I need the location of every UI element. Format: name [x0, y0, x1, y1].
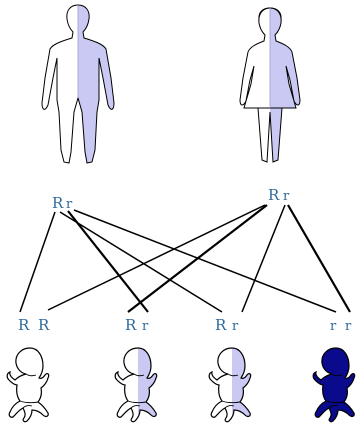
child2-allele-1: R — [125, 316, 137, 334]
inheritance-lines — [19, 204, 351, 313]
child1-genotype: R R — [18, 316, 50, 334]
line-mother-R-to-child2 — [127, 204, 268, 313]
line-mother-R-to-child1 — [47, 204, 266, 311]
child3-allele-1: R — [215, 316, 227, 334]
child1-allele-1: R — [18, 316, 30, 334]
child4-allele-2: r — [345, 319, 352, 334]
child3-allele-2: r — [232, 319, 239, 334]
male-figure — [41, 4, 115, 164]
baby-2 — [114, 347, 158, 423]
child1-allele-2: R — [38, 316, 50, 334]
father-allele-2: r — [66, 197, 73, 212]
line-father-r-to-child2 — [67, 210, 149, 313]
mother-allele-2: r — [283, 189, 290, 204]
male-figure-right-half-shade — [78, 5, 114, 163]
line-mother-r-to-child4 — [287, 204, 351, 313]
father-allele-1: R — [52, 194, 64, 212]
line-mother-r-to-child3 — [241, 204, 286, 313]
child4-allele-1: r — [330, 319, 337, 334]
father-genotype: R r — [52, 194, 73, 212]
baby-3 — [208, 347, 252, 423]
child4-genotype: r r — [330, 319, 352, 334]
mother-allele-1: R — [268, 186, 280, 204]
line-father-R-to-child1 — [19, 211, 56, 313]
female-figure-legs — [257, 107, 283, 163]
mother-genotype: R r — [268, 186, 290, 204]
line-father-R-to-child3 — [59, 211, 223, 313]
child3-genotype: R r — [215, 316, 239, 334]
child2-allele-2: r — [142, 319, 149, 334]
line-father-r-to-child4 — [73, 209, 337, 313]
child2-genotype: R r — [125, 316, 149, 334]
female-figure-right-half-shade — [270, 8, 300, 162]
baby-1 — [6, 347, 50, 423]
baby-4 — [312, 347, 356, 423]
female-figure — [239, 7, 301, 163]
